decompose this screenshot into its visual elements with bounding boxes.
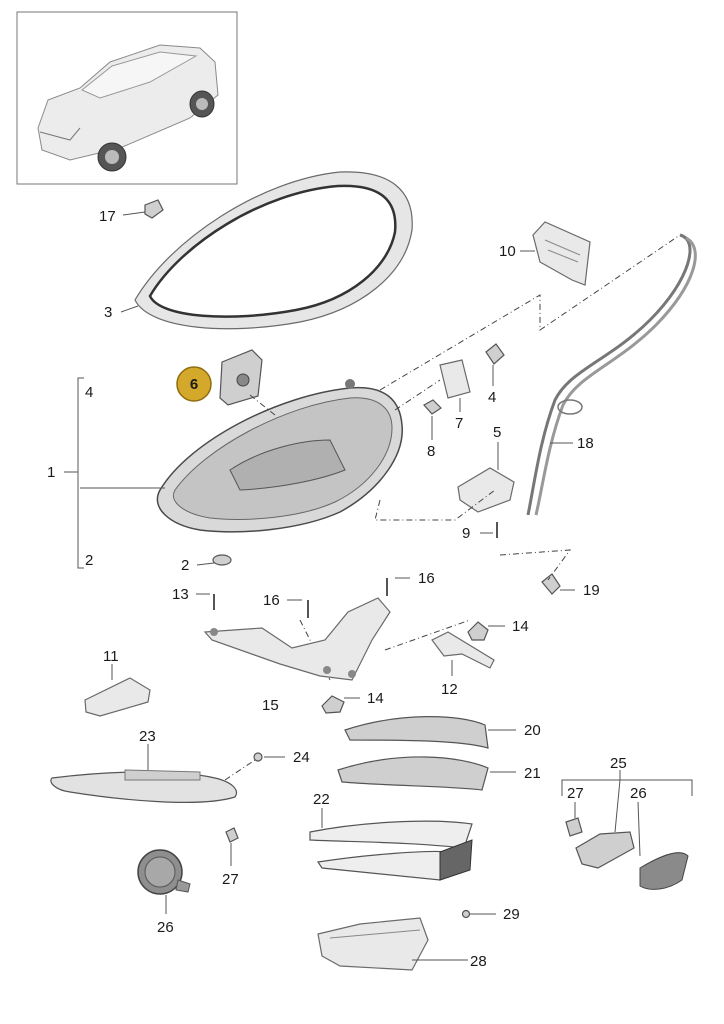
- label-29[interactable]: 29: [503, 906, 520, 923]
- label-5[interactable]: 5: [493, 424, 501, 441]
- part-8-clip: [423, 399, 442, 440]
- label-27-fog[interactable]: 27: [222, 871, 239, 888]
- label-2-upper[interactable]: 2: [85, 552, 93, 569]
- label-24[interactable]: 24: [293, 749, 310, 766]
- part-12-bracket: [431, 621, 505, 676]
- part-15-bracket: [196, 577, 410, 681]
- part-6-module: [219, 349, 263, 406]
- label-11[interactable]: 11: [103, 648, 119, 665]
- label-8[interactable]: 8: [427, 443, 435, 460]
- part-5-ballast: [457, 442, 515, 513]
- label-10[interactable]: 10: [499, 243, 516, 260]
- part-21-cover: [337, 756, 516, 791]
- label-14-upper[interactable]: 14: [512, 618, 529, 635]
- label-6-highlighted[interactable]: 6: [176, 366, 212, 402]
- part-11-module: [84, 664, 151, 717]
- label-4[interactable]: 4: [488, 389, 496, 406]
- part-19-connector: [541, 573, 575, 595]
- part-7-cap: [439, 359, 471, 412]
- label-19[interactable]: 19: [583, 582, 600, 599]
- vehicle-thumbnail: [16, 11, 238, 185]
- part-26-foglamp: [137, 849, 191, 914]
- part-3-gasket: [120, 171, 413, 330]
- label-18[interactable]: 18: [577, 435, 594, 452]
- label-15[interactable]: 15: [262, 697, 279, 714]
- label-28[interactable]: 28: [470, 953, 487, 970]
- part-29-screw: [461, 909, 496, 919]
- label-4-bracket[interactable]: 4: [85, 384, 93, 401]
- part-18-harness: [526, 233, 697, 516]
- part-23-drl: [50, 744, 237, 803]
- part-4-bulb: [485, 343, 505, 386]
- part-27-bulb: [225, 827, 239, 866]
- part-20-cover: [344, 716, 516, 749]
- label-27-marker[interactable]: 27: [567, 785, 584, 802]
- part-28-lower-cover: [317, 917, 468, 971]
- label-1[interactable]: 1: [47, 464, 55, 481]
- label-26-foglamp[interactable]: 26: [157, 919, 174, 936]
- label-17[interactable]: 17: [99, 208, 116, 225]
- part-22-trim: [309, 808, 473, 881]
- label-22[interactable]: 22: [313, 791, 330, 808]
- label-23[interactable]: 23: [139, 728, 156, 745]
- label-16-right[interactable]: 16: [418, 570, 435, 587]
- label-20[interactable]: 20: [524, 722, 541, 739]
- part-17-screw: [122, 199, 164, 219]
- part-10-bracket: [520, 221, 591, 286]
- label-7[interactable]: 7: [455, 415, 463, 432]
- label-9[interactable]: 9: [462, 525, 470, 542]
- label-12[interactable]: 12: [441, 681, 458, 698]
- part-9-screw: [480, 522, 498, 538]
- part-14-grommet: [321, 695, 360, 714]
- part-25-sidemarker: [561, 770, 693, 890]
- label-6[interactable]: 6: [190, 376, 198, 393]
- label-16-left[interactable]: 16: [263, 592, 280, 609]
- label-26-marker[interactable]: 26: [630, 785, 647, 802]
- part-24-screw: [253, 752, 285, 762]
- label-2-lower[interactable]: 2: [181, 557, 189, 574]
- highlight-marker: [176, 366, 212, 402]
- part-2-grommet: [196, 554, 232, 566]
- label-3[interactable]: 3: [104, 304, 112, 321]
- label-21[interactable]: 21: [524, 765, 541, 782]
- label-25[interactable]: 25: [610, 755, 627, 772]
- label-14-lower[interactable]: 14: [367, 690, 384, 707]
- group-bracket-1: [64, 377, 84, 569]
- part-1-headlight: [80, 379, 403, 533]
- label-13[interactable]: 13: [172, 586, 189, 603]
